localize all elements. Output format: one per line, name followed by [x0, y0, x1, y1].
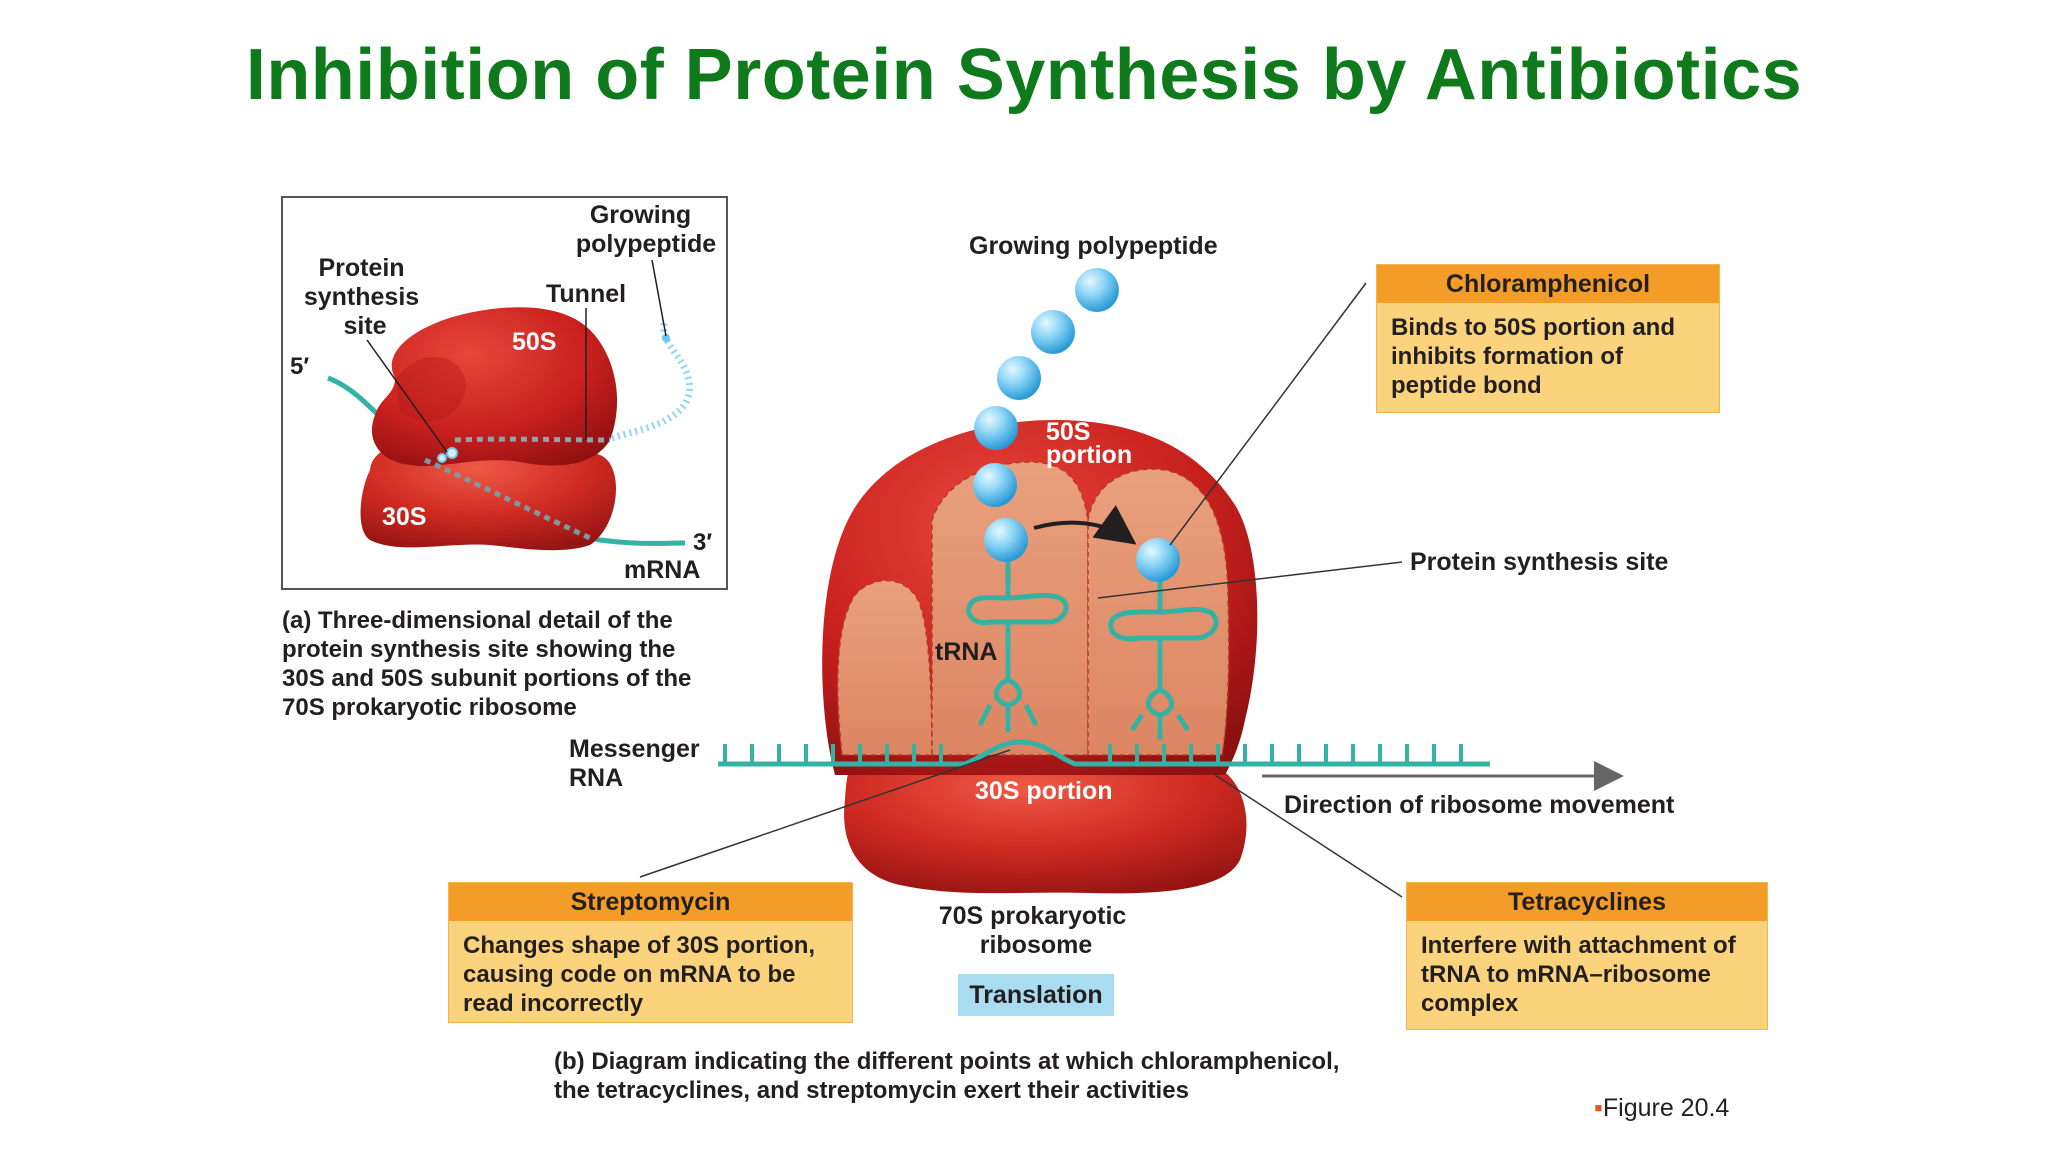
figure-bullet: ▪ — [1594, 1094, 1603, 1122]
panel-b-caption-tag: (b) — [554, 1048, 585, 1075]
polypeptide-bead — [1031, 310, 1075, 354]
panel-a-mrna-dashed — [423, 457, 592, 541]
panel-b-caption-line: the tetracyclines, and streptomycin exer… — [554, 1077, 1189, 1104]
panel-a-caption-line: protein synthesis site showing the — [282, 636, 676, 663]
leader-protein-synthesis-site-b — [1097, 561, 1403, 599]
panel-b-polypeptide — [973, 268, 1180, 582]
polypeptide-bead — [997, 356, 1041, 400]
polypeptide-bead — [984, 518, 1028, 562]
chloramphenicol-description: Binds to 50S portion and inhibits format… — [1391, 314, 1676, 399]
panel-a-polypeptide-end — [662, 334, 670, 342]
polypeptide-bead — [973, 463, 1017, 507]
streptomycin-title: Streptomycin — [449, 883, 852, 921]
panel-a-mrna-label: mRNA — [624, 556, 700, 584]
panel-b-trna-a-site — [1108, 578, 1219, 740]
translation-label: Translation — [958, 974, 1114, 1016]
panel-a: Growing polypeptide Protein synthesis si… — [281, 196, 728, 590]
panel-a-protein-synthesis-site-label: Protein synthesis site — [304, 254, 426, 340]
panel-a-3prime-label: 3′ — [693, 529, 712, 556]
panel-b-e-site — [837, 579, 933, 756]
panel-a-tunnel — [454, 436, 611, 443]
leader-streptomycin — [639, 749, 1011, 878]
polypeptide-bead-a-site — [1136, 538, 1180, 582]
panel-b-30s-portion — [844, 751, 1247, 894]
panel-a-synthesis-bead — [446, 447, 458, 459]
panel-b-messenger-rna-label: Messenger RNA — [569, 735, 707, 792]
chloramphenicol-box: Chloramphenicol Binds to 50S portion and… — [1376, 264, 1720, 413]
peptide-transfer-arrow — [1033, 505, 1137, 545]
panel-a-30s-label: 30S — [382, 503, 426, 531]
panel-b-caption: (b) Diagram indicating the different poi… — [554, 1047, 1454, 1105]
chloramphenicol-title: Chloramphenicol — [1377, 265, 1719, 303]
panel-b-50s-portion-label: 50S portion — [1046, 418, 1132, 469]
polypeptide-bead — [974, 406, 1018, 450]
streptomycin-box: Streptomycin Changes shape of 30S portio… — [448, 882, 853, 1023]
panel-a-30s-subunit — [360, 440, 617, 551]
slide-title: Inhibition of Protein Synthesis by Antib… — [245, 35, 1803, 115]
tetracyclines-title: Tetracyclines — [1407, 883, 1767, 921]
panel-a-tunnel-label: Tunnel — [546, 280, 626, 308]
panel-b-trna-p-site — [966, 558, 1069, 732]
leader-growing-polypeptide — [651, 259, 667, 337]
panel-b-mrna — [718, 739, 1490, 767]
figure-reference-text: Figure 20.4 — [1602, 1094, 1730, 1122]
panel-b-direction-label: Direction of ribosome movement — [1284, 791, 1675, 819]
panel-a-50s-label: 50S — [512, 328, 556, 356]
panel-a-50s-lobe — [395, 356, 466, 422]
panel-a-caption-tag: (a) — [282, 607, 312, 634]
panel-a-caption-line: 70S prokaryotic ribosome — [282, 694, 577, 721]
panel-b-30s-portion-label: 30S portion — [975, 777, 1113, 805]
tetracyclines-box: Tetracyclines Interfere with attachment … — [1406, 882, 1768, 1030]
panel-a-caption-line: 30S and 50S subunit portions of the — [282, 665, 692, 692]
panel-a-caption-line: Three-dimensional detail of the — [318, 607, 673, 634]
leader-tetracyclines — [1214, 774, 1403, 898]
tetracyclines-description: Interfere with attachment of tRNA to mRN… — [1421, 932, 1736, 1017]
panel-a-caption: (a) Three-dimensional detail of the prot… — [282, 606, 752, 722]
panel-b-p-site — [931, 461, 1089, 756]
panel-a-50s-subunit — [371, 307, 618, 467]
leader-protein-synthesis-site — [366, 339, 448, 453]
panel-a-synthesis-bead — [437, 453, 447, 463]
panel-b-trna-label: tRNA — [935, 638, 998, 666]
streptomycin-description: Changes shape of 30S portion, causing co… — [463, 932, 816, 1017]
leader-chloramphenicol — [1169, 282, 1367, 546]
panel-a-growing-label: Growing polypeptide — [576, 201, 716, 258]
figure-reference: ▪Figure 20.4 — [1594, 1094, 1729, 1123]
panel-b: Growing polypeptide 50S portion tRNA Pro… — [569, 232, 1675, 959]
panel-b-protein-synthesis-site-label: Protein synthesis site — [1410, 548, 1669, 576]
panel-b-caption-line: Diagram indicating the different points … — [591, 1048, 1340, 1075]
panel-a-5prime-label: 5′ — [290, 353, 309, 380]
panel-b-growing-label: Growing polypeptide — [969, 232, 1218, 260]
polypeptide-bead — [1075, 268, 1119, 312]
panel-b-ribosome-label: 70S prokaryotic ribosome — [939, 902, 1134, 959]
